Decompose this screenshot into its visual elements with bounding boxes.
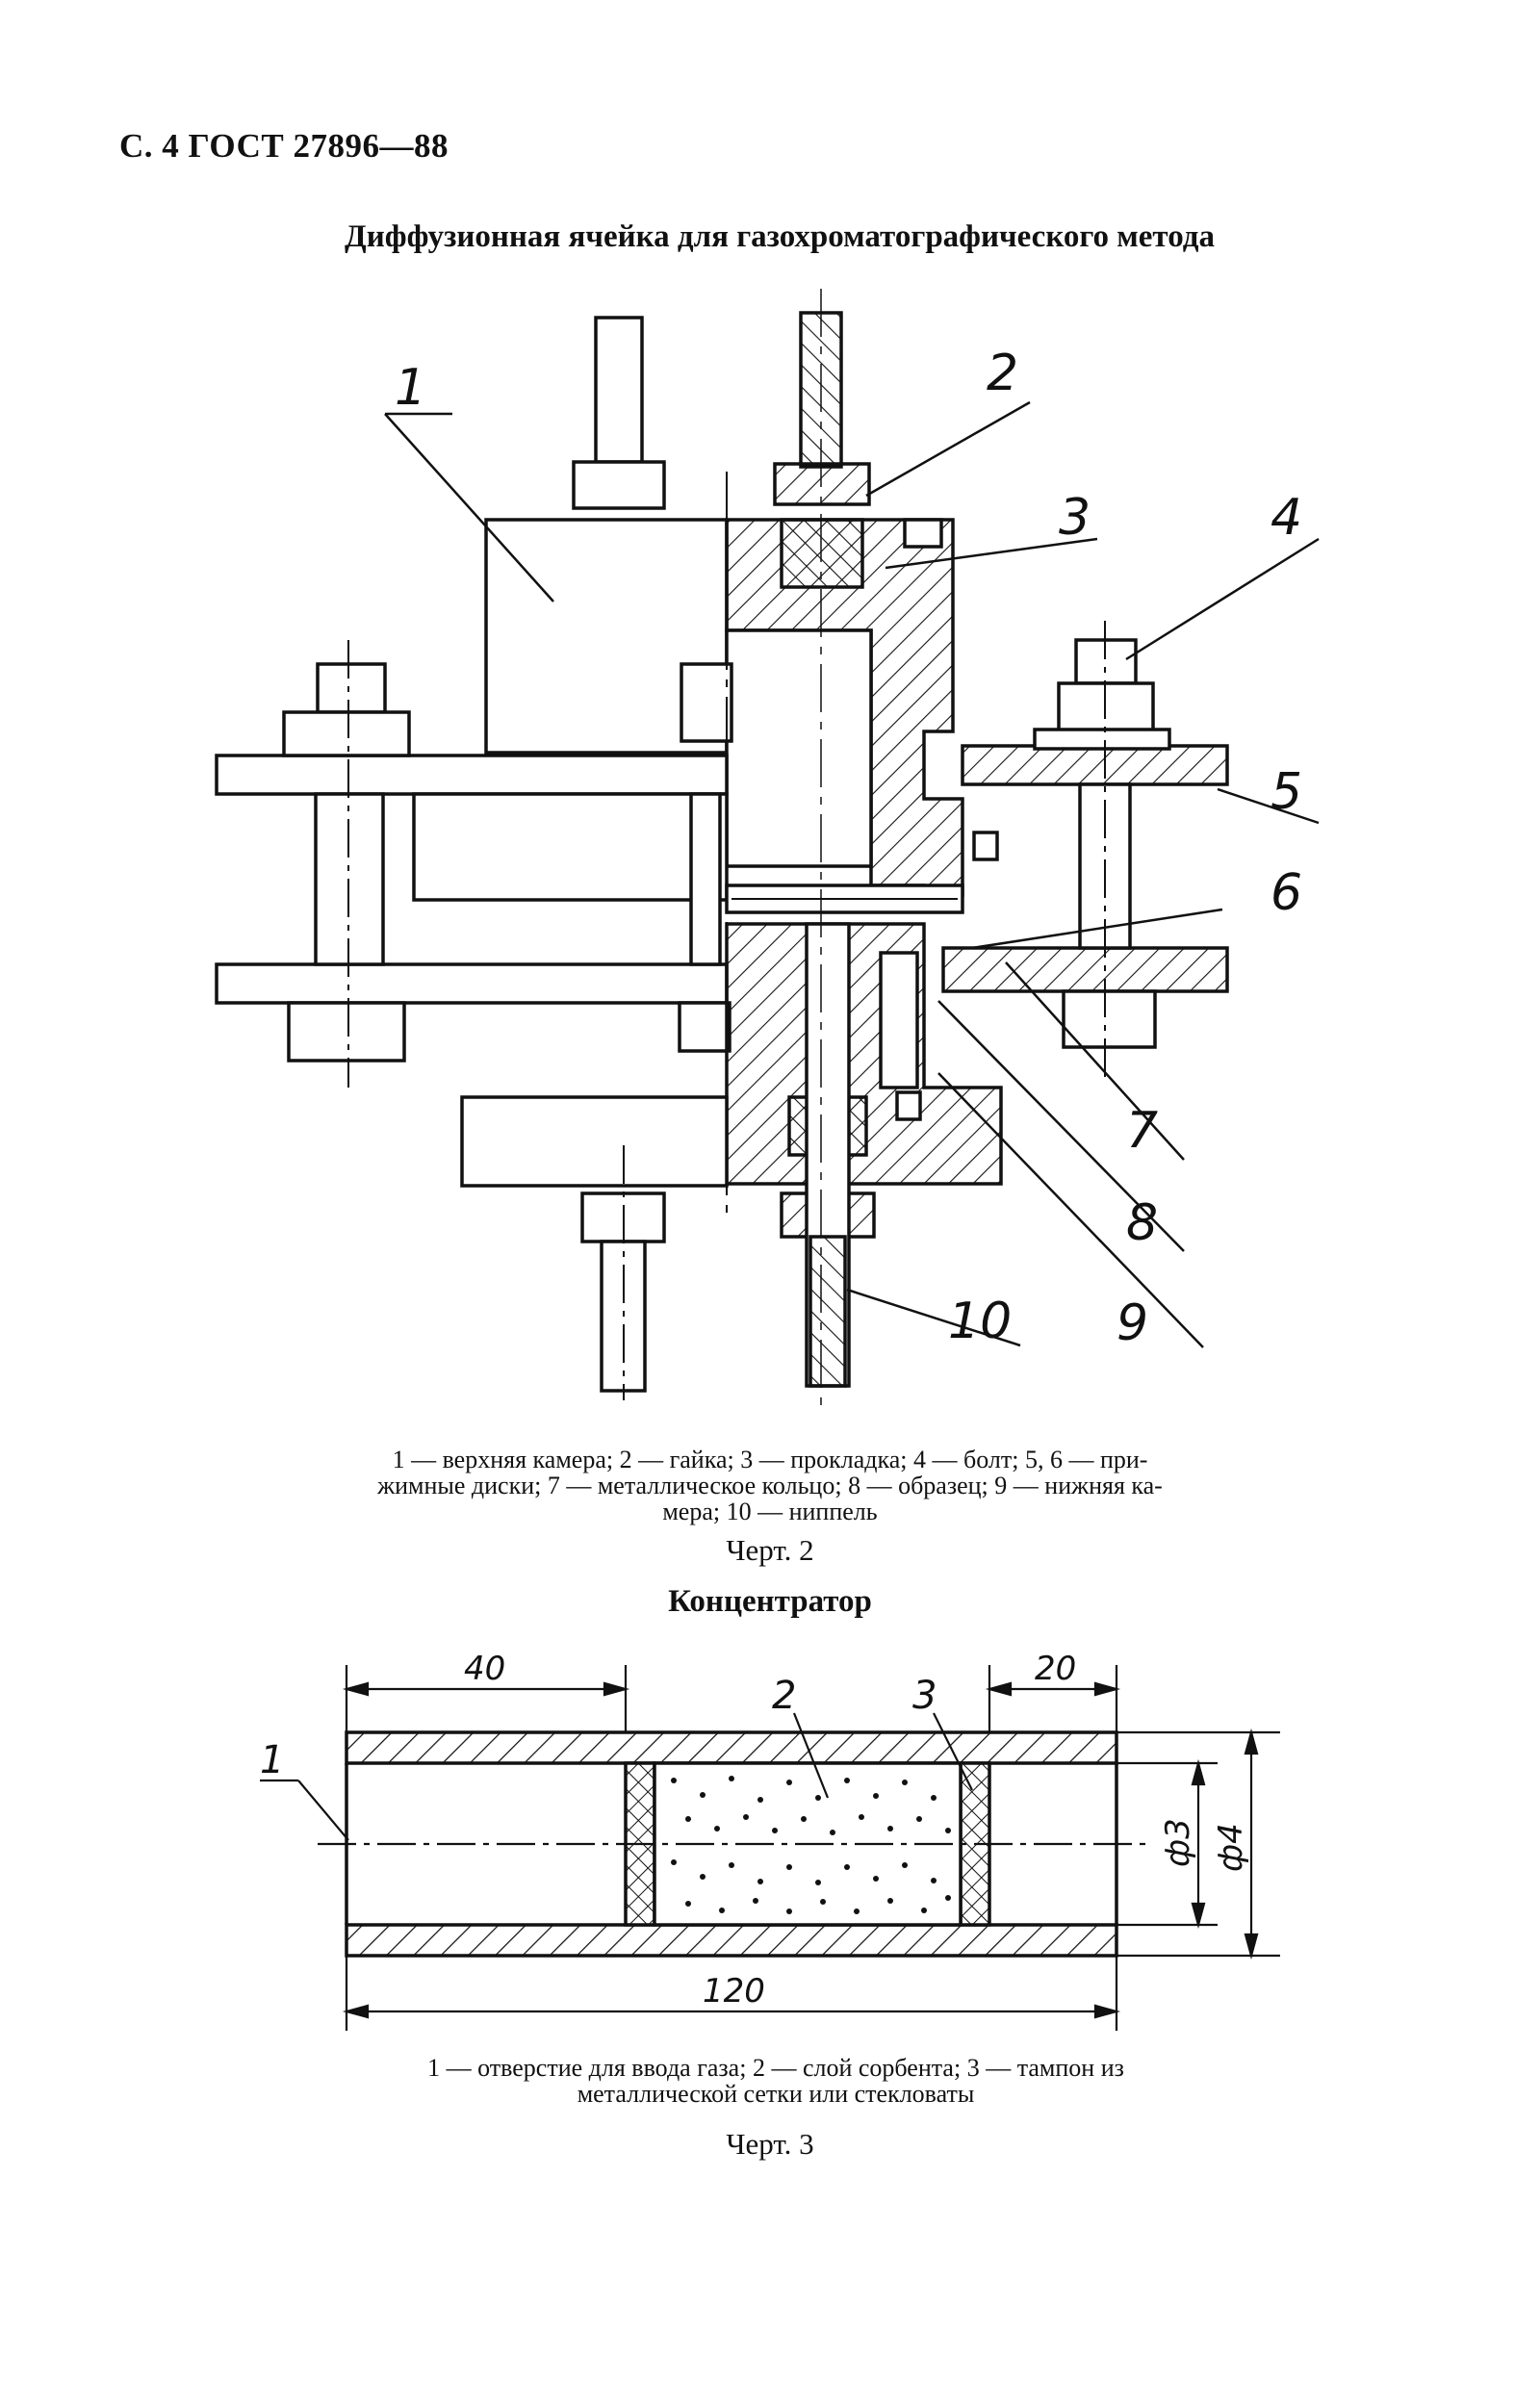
- callout-labels: 1 2 3 4 5 6 7 8 9 10: [395, 345, 1302, 1352]
- diffusion-cell-drawing: 1 2 3 4 5 6 7 8 9 10: [215, 289, 1320, 1405]
- dimension-dia3: ф3: [1159, 1818, 1197, 1867]
- page-header: С. 4 ГОСТ 27896—88: [119, 127, 449, 165]
- caption-line: мера; 10 — ниппель: [662, 1498, 878, 1525]
- callout-3: 3: [1059, 489, 1091, 547]
- concentrator-drawing: 1 2 3 40 20 120 ф3 ф4: [260, 1650, 1280, 2031]
- dimension-20: 20: [1035, 1650, 1076, 1688]
- callout-2: 2: [987, 345, 1018, 402]
- caption-line: жимные диски; 7 — металлическое кольцо; …: [377, 1472, 1163, 1499]
- dimension-dia4: ф4: [1212, 1823, 1250, 1872]
- dimension-40: 40: [464, 1650, 505, 1688]
- cell-drawing-body: [215, 289, 1229, 1405]
- callout-8: 8: [1126, 1194, 1158, 1252]
- figure-3-title: Концентратор: [668, 1584, 872, 1619]
- figure-3-label: Черт. 3: [726, 2127, 814, 2161]
- callout-3: 3: [912, 1674, 937, 1718]
- figure-2-title: Диффузионная ячейка для газохроматографи…: [345, 219, 1215, 254]
- callout-7: 7: [1126, 1102, 1158, 1160]
- callout-5: 5: [1270, 763, 1302, 821]
- sorbent-dots: [671, 1776, 951, 1914]
- callout-1: 1: [395, 359, 426, 417]
- callout-leaders: [384, 400, 1320, 1348]
- dimension-lines: [260, 1665, 1280, 2031]
- callout-9: 9: [1116, 1294, 1148, 1352]
- caption-line: 1 — отверстие для ввода газа; 2 — слой с…: [427, 2054, 1124, 2082]
- figure-2-caption: 1 — верхняя камера; 2 — гайка; 3 — прокл…: [231, 1447, 1309, 1524]
- caption-line: металлической сетки или стекловаты: [577, 2080, 975, 2108]
- concentrator-body: [345, 1730, 1118, 1958]
- callout-4: 4: [1270, 489, 1302, 547]
- dimension-120: 120: [703, 1972, 765, 2011]
- caption-line: 1 — верхняя камера; 2 — гайка; 3 — прокл…: [392, 1446, 1148, 1473]
- figure-3-caption: 1 — отверстие для ввода газа; 2 — слой с…: [275, 2055, 1276, 2107]
- figure-2-label: Черт. 2: [726, 1533, 814, 1567]
- callout-6: 6: [1270, 864, 1302, 922]
- callout-10: 10: [948, 1293, 1012, 1350]
- callout-2: 2: [772, 1674, 796, 1718]
- callout-1: 1: [260, 1738, 284, 1782]
- concentrator-labels: 1 2 3 40 20 120 ф3 ф4: [260, 1650, 1250, 2011]
